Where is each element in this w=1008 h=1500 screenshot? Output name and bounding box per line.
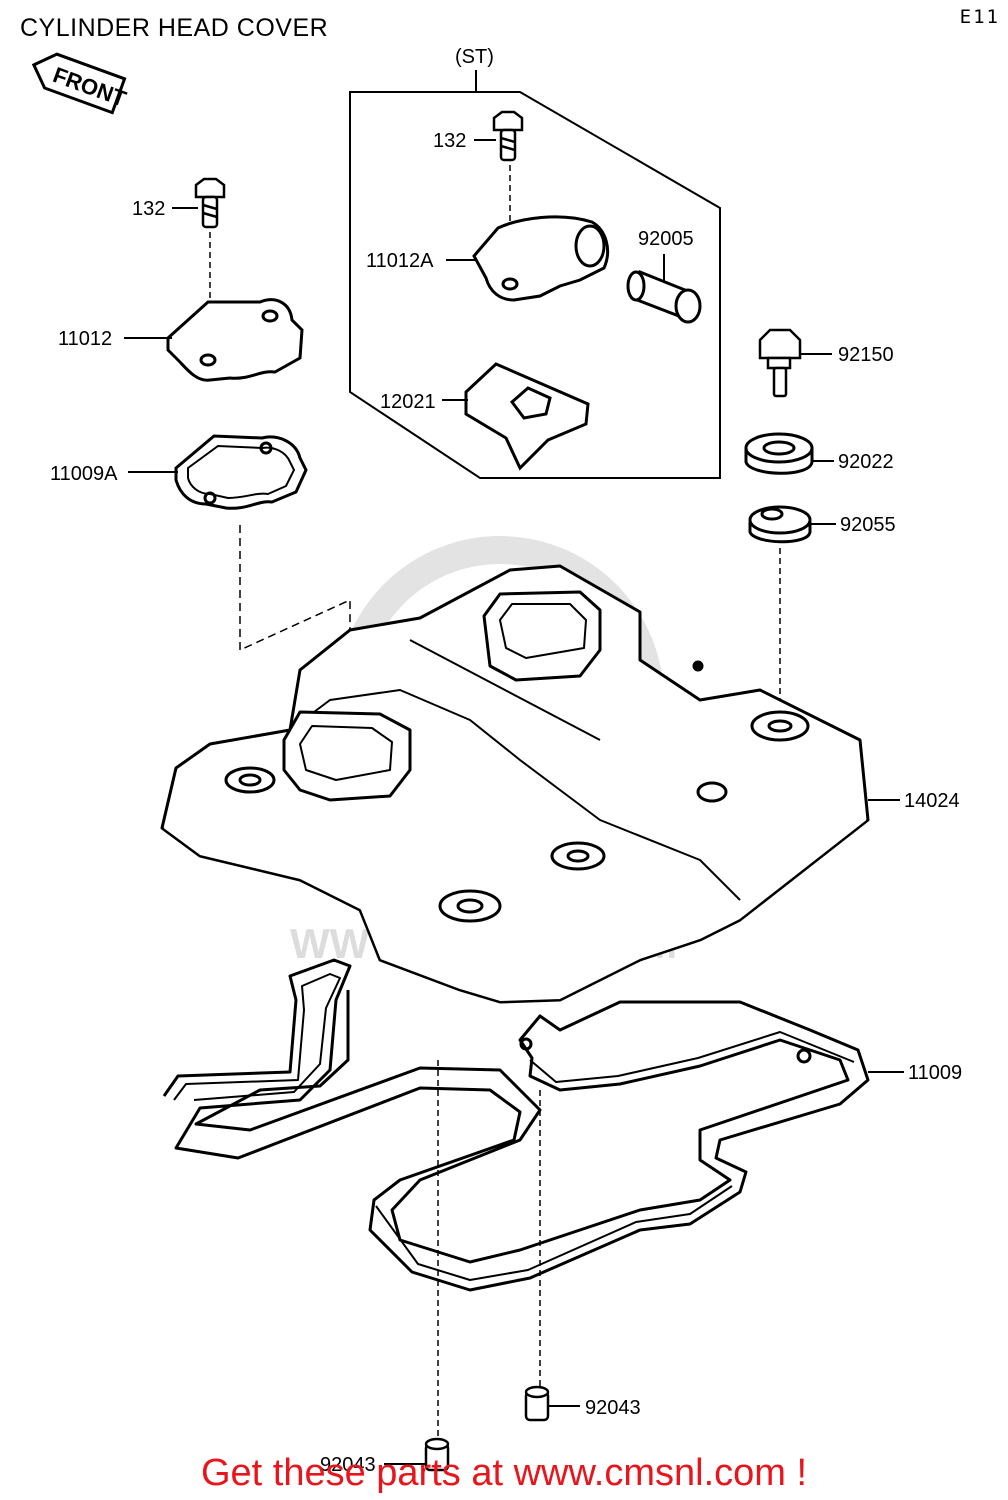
part-14024-cylinder-head-cover — [160, 564, 870, 1004]
callout-11012: 11012 — [58, 328, 112, 350]
callout-14024: 14024 — [904, 790, 960, 812]
part-92055-grommet — [748, 505, 812, 544]
callout-11009: 11009 — [908, 1062, 962, 1084]
bolt-132-st — [492, 110, 524, 162]
part-92150-bolt — [758, 328, 802, 398]
callout-92022: 92022 — [838, 451, 894, 473]
callout-92005: 92005 — [638, 228, 694, 250]
callout-132-st: 132 — [433, 130, 466, 152]
part-11009A-gasket — [174, 434, 308, 510]
callout-11009A: 11009A — [50, 463, 118, 485]
callout-11012A: 11012A — [366, 250, 434, 272]
callout-92055: 92055 — [840, 514, 896, 536]
part-92043-damper-bottom — [424, 1437, 450, 1472]
part-92022-washer — [744, 432, 814, 475]
callout-st: (ST) — [455, 46, 494, 68]
promo-banner-link[interactable]: Get these parts at www.cmsnl.com ! — [200, 1452, 808, 1494]
st-assembly-frame — [349, 70, 721, 479]
page-title: CYLINDER HEAD COVER — [20, 14, 329, 42]
bolt-132-left — [194, 177, 226, 229]
part-11009-gasket — [162, 958, 870, 1292]
part-11012A-cap — [472, 215, 609, 302]
part-11012-plate — [166, 298, 304, 382]
callout-12021: 12021 — [380, 391, 436, 413]
front-arrow-icon: FRONT — [31, 52, 130, 115]
part-12021-separator — [464, 362, 590, 471]
page-code: E11 — [959, 6, 1000, 28]
callout-92043-right: 92043 — [585, 1397, 641, 1419]
callout-92150: 92150 — [838, 344, 894, 366]
callout-132-left: 132 — [132, 198, 165, 220]
part-92005-hose — [626, 270, 702, 324]
part-92043-damper-right — [524, 1385, 550, 1422]
callout-92043-bottom: 92043 — [320, 1454, 376, 1476]
